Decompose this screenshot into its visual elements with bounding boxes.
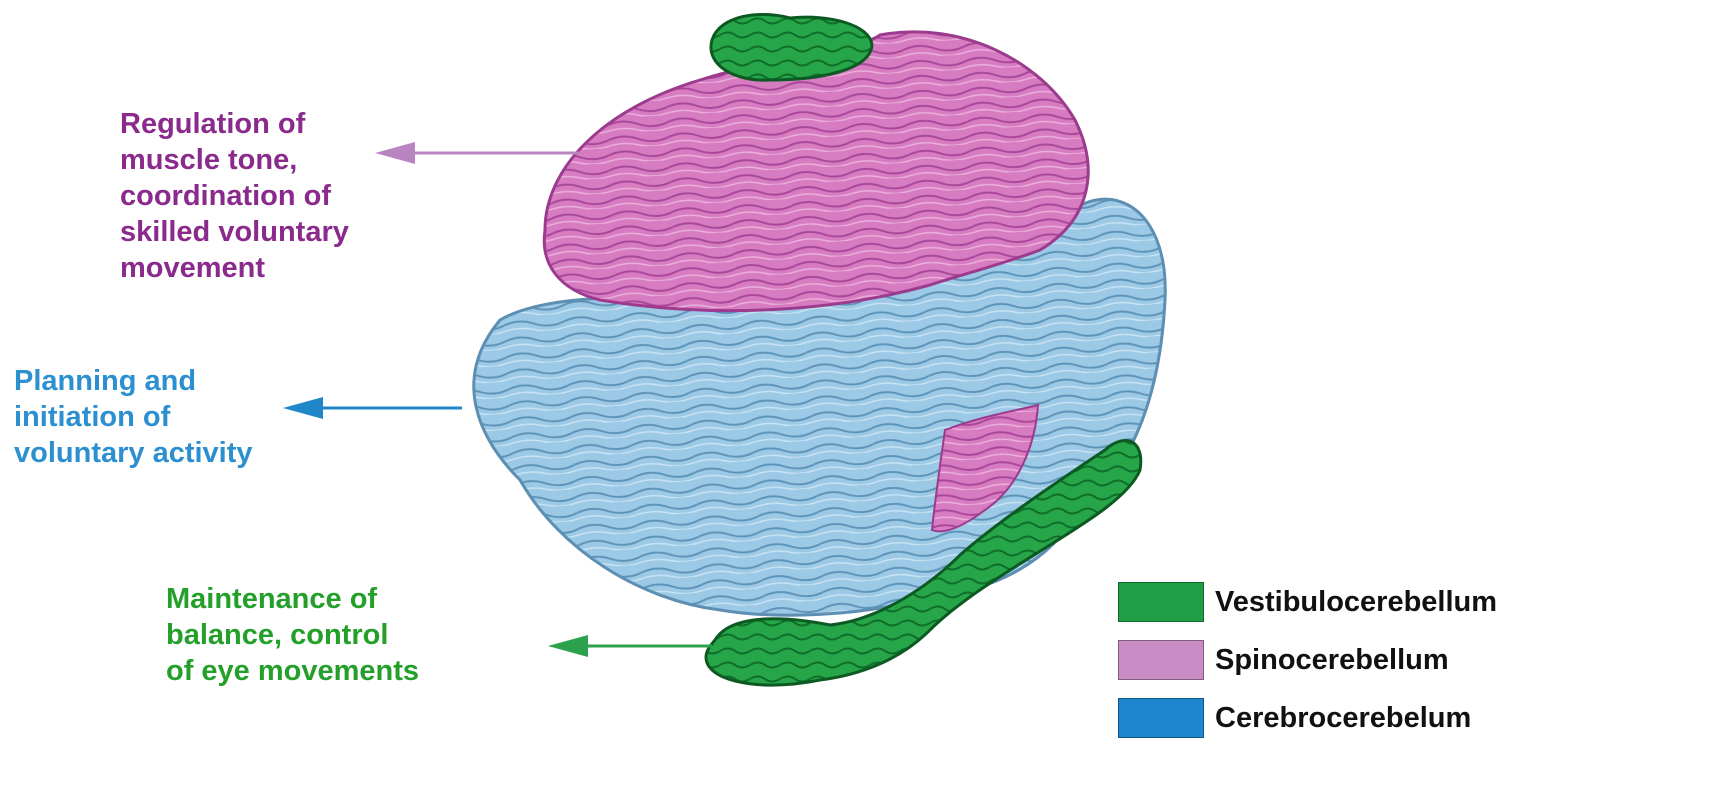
cerebro-line-2: initiation of <box>14 399 253 435</box>
legend-label-spinocerebellum: Spinocerebellum <box>1215 640 1449 680</box>
arrow-vestibulocerebellum <box>548 635 712 657</box>
spino-line-2: muscle tone, <box>120 142 349 178</box>
legend-swatch-vestibulocerebellum <box>1118 582 1204 622</box>
vestibulocerebellum-top-region <box>711 14 872 80</box>
spino-line-1: Regulation of <box>120 106 349 142</box>
spino-line-4: skilled voluntary <box>120 214 349 250</box>
legend-item-spinocerebellum: Spinocerebellum <box>1118 640 1538 680</box>
legend-swatch-cerebrocerebellum <box>1118 698 1204 738</box>
legend-swatch-spinocerebellum <box>1118 640 1204 680</box>
legend-label-cerebrocerebellum: Cerebrocerebelum <box>1215 698 1471 738</box>
cerebro-line-1: Planning and <box>14 363 253 399</box>
arrow-cerebrocerebellum <box>283 397 462 419</box>
vestib-line-1: Maintenance of <box>166 581 419 617</box>
spino-line-3: coordination of <box>120 178 349 214</box>
vestib-line-3: of eye movements <box>166 653 419 689</box>
spino-line-5: movement <box>120 250 349 286</box>
arrow-spinocerebellum <box>375 142 580 164</box>
vestib-line-2: balance, control <box>166 617 419 653</box>
cerebrocerebellum-function-label: Planning and initiation of voluntary act… <box>14 363 253 471</box>
legend-label-vestibulocerebellum: Vestibulocerebellum <box>1215 582 1497 622</box>
legend-item-cerebrocerebellum: Cerebrocerebelum <box>1118 698 1538 738</box>
vestibulocerebellum-function-label: Maintenance of balance, control of eye m… <box>166 581 419 689</box>
spinocerebellum-function-label: Regulation of muscle tone, coordination … <box>120 106 349 286</box>
legend-item-vestibulocerebellum: Vestibulocerebellum <box>1118 582 1538 622</box>
cerebro-line-3: voluntary activity <box>14 435 253 471</box>
